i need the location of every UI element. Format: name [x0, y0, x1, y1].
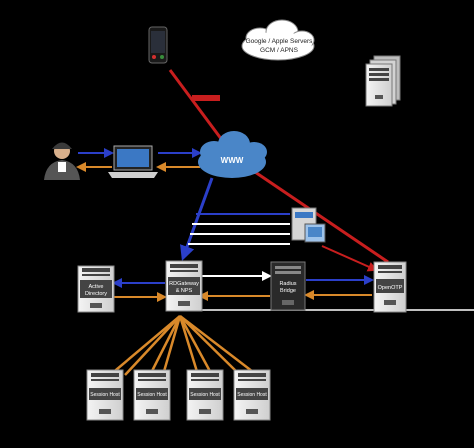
- server-cluster-icon: [365, 55, 401, 107]
- active-directory-label-2: Directory: [85, 291, 107, 297]
- rd-gateway-label-1: RDGateway: [169, 281, 199, 287]
- user-icon: [44, 142, 80, 180]
- push-cloud-line2: GCM / APNS: [260, 47, 299, 54]
- session-host-1: Session Host: [86, 369, 124, 421]
- session-host-4: Session Host: [233, 369, 271, 421]
- rd-gateway-label-2: & NPS: [176, 288, 193, 294]
- openotp-label: OpenOTP: [378, 285, 403, 291]
- internet-cloud-icon: WWW: [198, 131, 267, 178]
- link-internet-openotp: [254, 170, 389, 264]
- session-host-4-label: Session Host: [237, 392, 267, 398]
- session-host-3: Session Host: [186, 369, 224, 421]
- links: [76, 69, 474, 376]
- openotp-server: OpenOTP: [373, 261, 407, 313]
- radius-bridge-label-2: Bridge: [280, 288, 296, 294]
- active-directory-server: Active Directory: [77, 265, 115, 313]
- session-host-3-label: Session Host: [190, 392, 220, 398]
- session-host-2: Session Host: [133, 369, 171, 421]
- session-host-2-label: Session Host: [137, 392, 167, 398]
- radius-bridge-server: Radius Bridge: [270, 261, 306, 311]
- session-host-1-label: Session Host: [90, 392, 120, 398]
- link-phone-label-tag: [192, 95, 220, 101]
- auth-server-icon: [291, 207, 326, 243]
- mobile-phone-icon: [148, 26, 168, 64]
- link-openotp-internet-lower: [321, 245, 378, 272]
- link-phone-internet: [168, 69, 224, 141]
- active-directory-label-1: Active: [89, 284, 104, 290]
- session-fan: [109, 315, 258, 376]
- internet-label: WWW: [221, 156, 244, 165]
- push-services-cloud: Google / Apple Servers GCM / APNS: [241, 19, 315, 61]
- laptop-icon: [108, 145, 158, 178]
- rd-gateway-server: RDGateway & NPS: [165, 260, 203, 312]
- radius-bridge-label-1: Radius: [279, 281, 296, 287]
- link-internet-gateway: [180, 177, 214, 261]
- push-cloud-line1: Google / Apple Servers: [246, 38, 314, 45]
